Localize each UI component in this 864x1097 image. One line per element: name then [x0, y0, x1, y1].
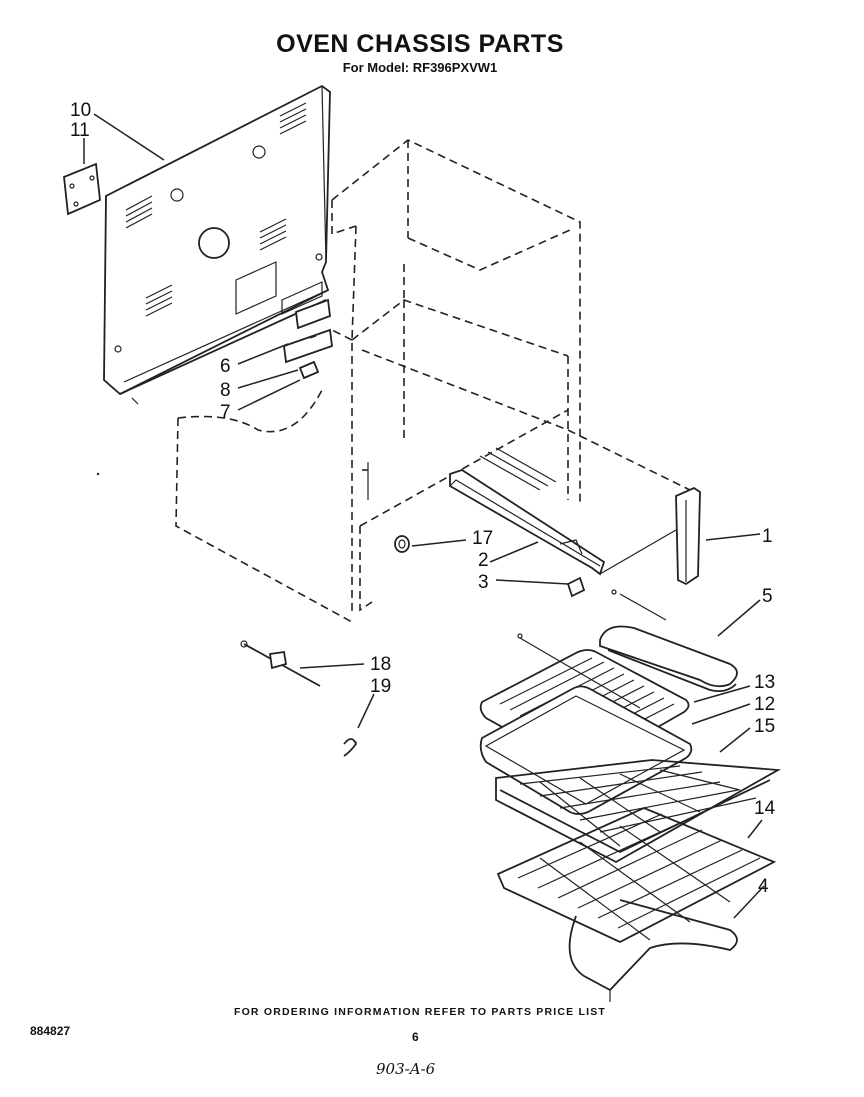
bracket-clip [298, 360, 320, 380]
ordering-note: FOR ORDERING INFORMATION REFER TO PARTS … [233, 1006, 607, 1018]
cover-plate [63, 162, 101, 216]
callout-4: 4 [758, 876, 769, 897]
model-subtitle: For Model: RF396PXVW1 [342, 60, 498, 75]
page-title: OVEN CHASSIS PARTS [276, 30, 564, 58]
broil-element [599, 589, 738, 693]
sensor-clip [343, 738, 358, 757]
temperature-sensor [240, 640, 321, 687]
callout-17: 17 [472, 528, 493, 549]
callout-15: 15 [754, 716, 775, 737]
callout-19: 19 [370, 676, 391, 697]
front-rail [449, 469, 606, 576]
document-number: 884827 [30, 1024, 71, 1038]
callout-labels: 10 11 6 8 7 17 2 3 1 5 18 19 13 12 15 14… [70, 100, 776, 897]
callout-leaders [83, 113, 765, 919]
callout-11: 11 [70, 120, 90, 141]
callout-8: 8 [220, 380, 231, 401]
upper-oven-rack [495, 759, 781, 864]
rear-panel-vents [125, 102, 307, 317]
callout-12: 12 [754, 694, 775, 715]
rail-clip [566, 576, 586, 598]
cabinet-outline [175, 139, 691, 623]
callout-7: 7 [220, 402, 231, 423]
callout-3: 3 [478, 572, 489, 593]
callout-10: 10 [70, 100, 91, 121]
bake-element [568, 899, 738, 1002]
callout-2: 2 [478, 550, 489, 571]
lower-oven-rack [496, 807, 777, 944]
terminal-block [283, 298, 333, 364]
callout-14: 14 [754, 798, 776, 819]
plug-button [394, 535, 410, 553]
callout-13: 13 [754, 672, 775, 693]
callout-5: 5 [762, 586, 773, 607]
side-trim [599, 486, 701, 586]
rear-panel [103, 84, 331, 405]
callout-6: 6 [220, 356, 231, 377]
page-number: 6 [412, 1030, 419, 1044]
handwritten-code: 903-A-6 [376, 1060, 436, 1078]
callout-1: 1 [762, 526, 773, 547]
callout-18: 18 [370, 654, 391, 675]
